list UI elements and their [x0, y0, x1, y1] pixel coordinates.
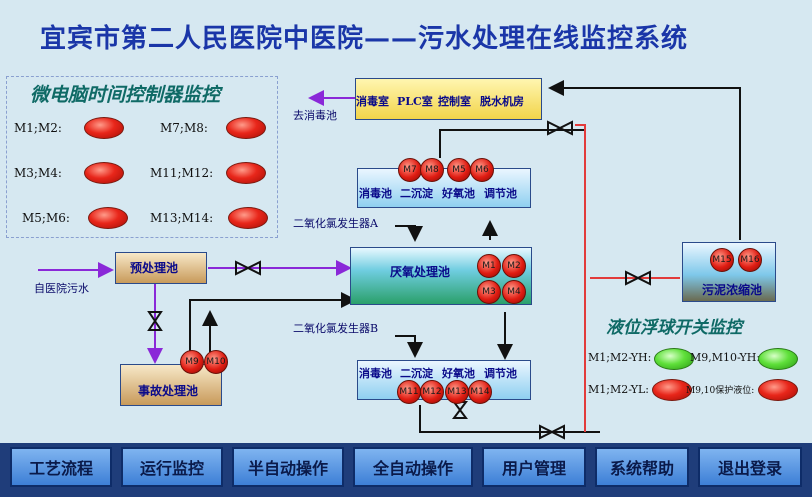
motor-m1: M1	[477, 254, 501, 278]
float-label-m1m2-yh: M1;M2-YH:	[588, 351, 652, 364]
motor-m9: M9	[180, 350, 204, 374]
tank-row2-aerobic: 好氧池	[442, 367, 475, 380]
motor-m4: M4	[502, 280, 526, 304]
micro-label-m1m2: M1;M2:	[14, 121, 62, 135]
sludge-label: 污泥浓缩池	[702, 283, 763, 297]
micro-lamp-m7m8	[226, 117, 266, 139]
tank-row2-equalize: 调节池	[484, 367, 517, 380]
inlet-label: 自医院污水	[34, 282, 89, 295]
motor-m12: M12	[420, 380, 444, 404]
micro-controller-panel	[6, 76, 278, 238]
motor-m5: M5	[447, 158, 471, 182]
page-title: 宜宾市第二人民医院中医院——污水处理在线监控系统	[40, 24, 689, 54]
anaerobic-label: 厌氧处理池	[390, 265, 451, 279]
micro-lamp-m11m12	[226, 162, 266, 184]
accident-tank	[120, 364, 222, 406]
motor-m14: M14	[468, 380, 492, 404]
room-control: 控制室	[438, 95, 471, 108]
motor-m13: M13	[445, 380, 469, 404]
micro-controller-title: 微电脑时间控制器监控	[30, 84, 221, 106]
nav-user-manage[interactable]: 用户管理	[482, 447, 586, 487]
nav-semi-auto[interactable]: 半自动操作	[232, 447, 344, 487]
to-disinfection-label: 去消毒池	[293, 109, 337, 122]
accident-label: 事故处理池	[138, 384, 199, 398]
float-switch-title: 液位浮球开关监控	[606, 318, 742, 338]
motor-m10: M10	[204, 350, 228, 374]
micro-lamp-m3m4	[84, 162, 124, 184]
nav-full-auto[interactable]: 全自动操作	[353, 447, 473, 487]
nav-process-flow[interactable]: 工艺流程	[10, 447, 112, 487]
float-lamp-m9m10-yh	[758, 348, 798, 370]
room-disinfection: 消毒室	[356, 95, 389, 108]
motor-m11: M11	[397, 380, 421, 404]
motor-m2: M2	[502, 254, 526, 278]
tank-row1-disinfection: 消毒池	[359, 187, 392, 200]
nav-system-help[interactable]: 系统帮助	[595, 447, 689, 487]
pretreat-tank	[115, 252, 207, 284]
float-label-m9m10-protect: M9,10保护液位:	[686, 386, 755, 396]
tank-row2-settling: 二沉淀	[400, 367, 433, 380]
tank-row1	[357, 168, 531, 208]
tank-row1-equalize: 调节池	[484, 187, 517, 200]
control-building	[355, 78, 542, 120]
nav-run-monitor[interactable]: 运行监控	[121, 447, 223, 487]
micro-label-m11m12: M11;M12:	[150, 166, 214, 180]
motor-m16: M16	[738, 248, 762, 272]
nav-logout[interactable]: 退出登录	[698, 447, 802, 487]
motor-m15: M15	[710, 248, 734, 272]
anaerobic-tank	[350, 247, 532, 305]
room-plc: PLC室	[397, 95, 433, 108]
micro-lamp-m1m2	[84, 117, 124, 139]
motor-m7: M7	[398, 158, 422, 182]
micro-label-m7m8: M7;M8:	[160, 121, 208, 135]
micro-label-m13m14: M13;M14:	[150, 211, 214, 225]
motor-m3: M3	[477, 280, 501, 304]
micro-lamp-m13m14	[228, 207, 268, 229]
tank-row2	[357, 360, 531, 400]
motor-m6: M6	[470, 158, 494, 182]
micro-lamp-m5m6	[88, 207, 128, 229]
tank-row2-disinfection: 消毒池	[359, 367, 392, 380]
float-label-m1m2-yl: M1;M2-YL:	[588, 383, 650, 396]
float-label-m9m10-yh: M9,M10-YH:	[690, 351, 761, 364]
clo2-generator-b: 二氧化氯发生器B	[293, 322, 379, 335]
float-lamp-m1m2-yl	[652, 379, 692, 401]
float-lamp-m1m2-yh	[654, 348, 694, 370]
micro-label-m5m6: M5;M6:	[22, 211, 70, 225]
tank-row1-settling: 二沉淀	[400, 187, 433, 200]
micro-label-m3m4: M3;M4:	[14, 166, 62, 180]
tank-row1-aerobic: 好氧池	[442, 187, 475, 200]
room-dewatering: 脱水机房	[480, 95, 524, 108]
clo2-generator-a: 二氧化氯发生器A	[293, 217, 378, 230]
pretreat-label: 预处理池	[130, 261, 179, 275]
motor-m8: M8	[420, 158, 444, 182]
float-lamp-m9m10-protect	[758, 379, 798, 401]
